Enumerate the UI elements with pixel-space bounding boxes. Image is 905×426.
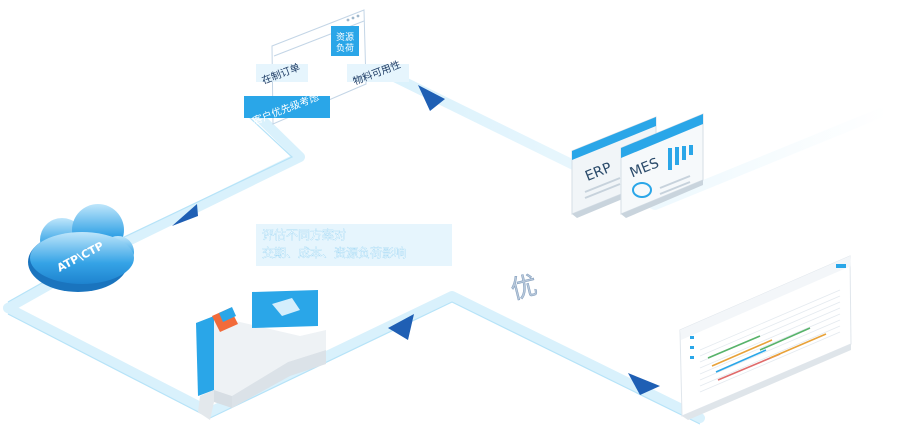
- evaluation-band: [256, 224, 452, 266]
- workstation-desk: [196, 290, 326, 420]
- resource-load-label: 资源负荷: [336, 32, 354, 54]
- in-production-tag: [256, 64, 308, 82]
- status-ring-icon: [632, 182, 652, 198]
- order-planning-panel: [244, 9, 409, 125]
- scheduling-dashboard: [679, 255, 852, 420]
- evaluation-line-2: 交期、成本、资源负荷影响: [262, 245, 406, 260]
- flow-arrow-2: [418, 85, 445, 111]
- resource-load-line: 负荷: [336, 42, 354, 54]
- flow-arrow-3: [388, 314, 414, 340]
- flow-arrow-4: [628, 373, 660, 395]
- resource-load-line: 资源: [336, 32, 354, 43]
- cloud-icon: [28, 204, 134, 292]
- resource-load-tag: [331, 26, 359, 56]
- bar-chart-icon: [668, 145, 693, 170]
- material-availability-tag: [347, 64, 409, 82]
- optimize-glyph: 优: [508, 271, 541, 306]
- mes-window: [620, 113, 704, 218]
- monitor-document-icon: [272, 298, 300, 316]
- evaluation-line-1: 评估不同方案对: [262, 227, 346, 242]
- flow-arrow-1: [172, 204, 198, 226]
- customer-priority-tag: [244, 96, 330, 118]
